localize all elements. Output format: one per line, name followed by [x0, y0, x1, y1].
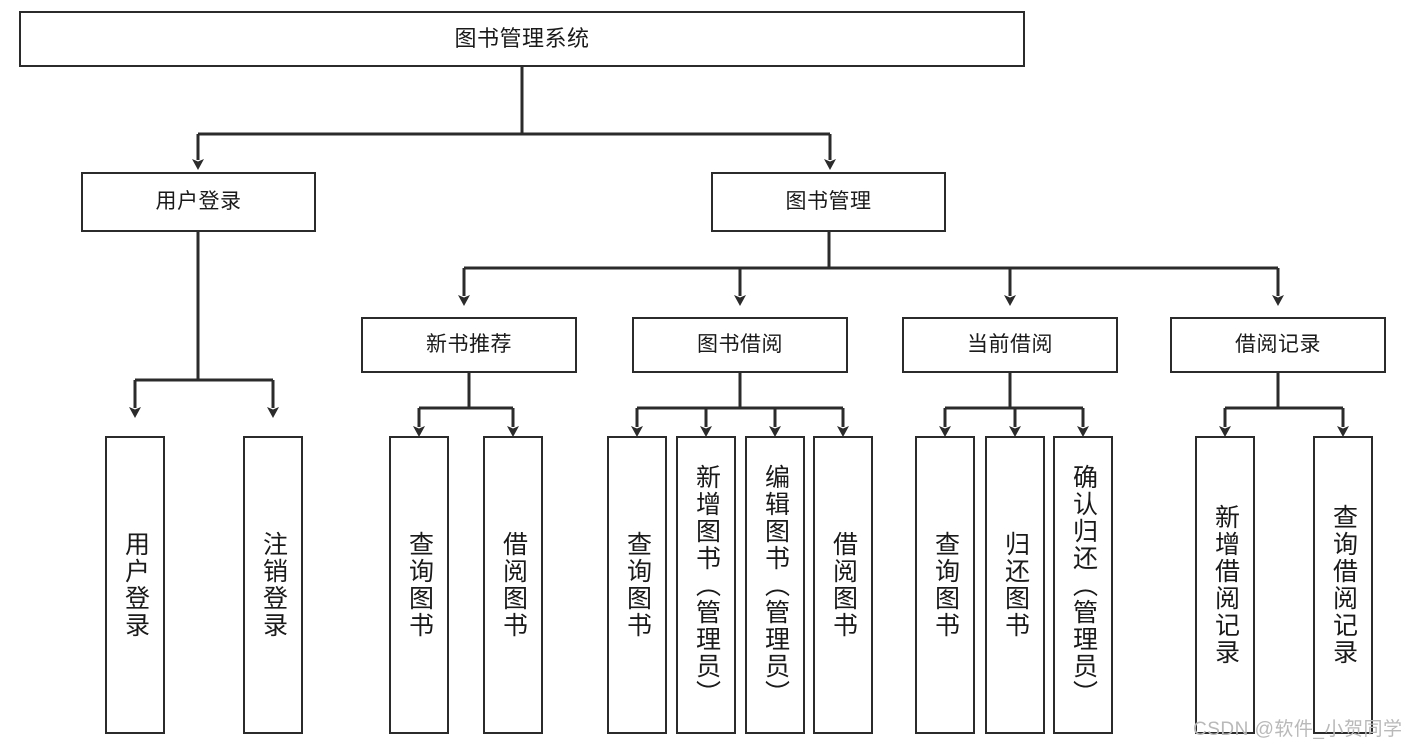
node-label: 注销登录 [259, 531, 288, 639]
node-label: 图书借阅 [697, 333, 783, 357]
leaf-add-borrow-record[interactable]: 新增借阅记录 [1195, 436, 1255, 734]
node-label: 借阅图书 [499, 531, 528, 639]
node-label: 查询图书 [623, 531, 652, 639]
leaf-edit-book-admin[interactable]: 编辑图书（管理员） [745, 436, 805, 734]
node-label: 当前借阅 [967, 333, 1053, 357]
node-label: 查询图书 [405, 531, 434, 639]
node-label: 借阅记录 [1235, 333, 1321, 357]
node-book-management[interactable]: 图书管理 [711, 172, 946, 232]
leaf-borrow-book-recommend[interactable]: 借阅图书 [483, 436, 543, 734]
leaf-borrow-book[interactable]: 借阅图书 [813, 436, 873, 734]
node-current-borrow[interactable]: 当前借阅 [902, 317, 1118, 373]
csdn-watermark: CSDN @软件_小贺同学 [1193, 719, 1403, 740]
node-root-book-management-system[interactable]: 图书管理系统 [19, 11, 1025, 67]
node-label: 查询借阅记录 [1329, 504, 1358, 666]
node-new-book-recommend[interactable]: 新书推荐 [361, 317, 577, 373]
node-borrow-record[interactable]: 借阅记录 [1170, 317, 1386, 373]
node-label: 查询图书 [931, 531, 960, 639]
node-label: 新书推荐 [426, 333, 512, 357]
node-label: 新增图书（管理员） [692, 463, 721, 707]
leaf-query-borrow-record[interactable]: 查询借阅记录 [1313, 436, 1373, 734]
node-user-login[interactable]: 用户登录 [81, 172, 316, 232]
leaf-add-book-admin[interactable]: 新增图书（管理员） [676, 436, 736, 734]
node-label: 图书管理系统 [454, 25, 590, 51]
node-label: 归还图书 [1001, 531, 1030, 639]
node-label: 确认归还（管理员） [1069, 463, 1098, 707]
leaf-user-login[interactable]: 用户登录 [105, 436, 165, 734]
leaf-query-book-borrow[interactable]: 查询图书 [607, 436, 667, 734]
node-label: 借阅图书 [829, 531, 858, 639]
leaf-query-book-recommend[interactable]: 查询图书 [389, 436, 449, 734]
node-label: 编辑图书（管理员） [761, 463, 790, 707]
node-label: 用户登录 [121, 531, 150, 639]
leaf-return-book[interactable]: 归还图书 [985, 436, 1045, 734]
leaf-query-book-current[interactable]: 查询图书 [915, 436, 975, 734]
node-label: 新增借阅记录 [1211, 504, 1240, 666]
leaf-logout[interactable]: 注销登录 [243, 436, 303, 734]
leaf-confirm-return-admin[interactable]: 确认归还（管理员） [1053, 436, 1113, 734]
node-label: 图书管理 [785, 190, 872, 214]
node-label: 用户登录 [155, 190, 242, 214]
node-book-borrow[interactable]: 图书借阅 [632, 317, 848, 373]
